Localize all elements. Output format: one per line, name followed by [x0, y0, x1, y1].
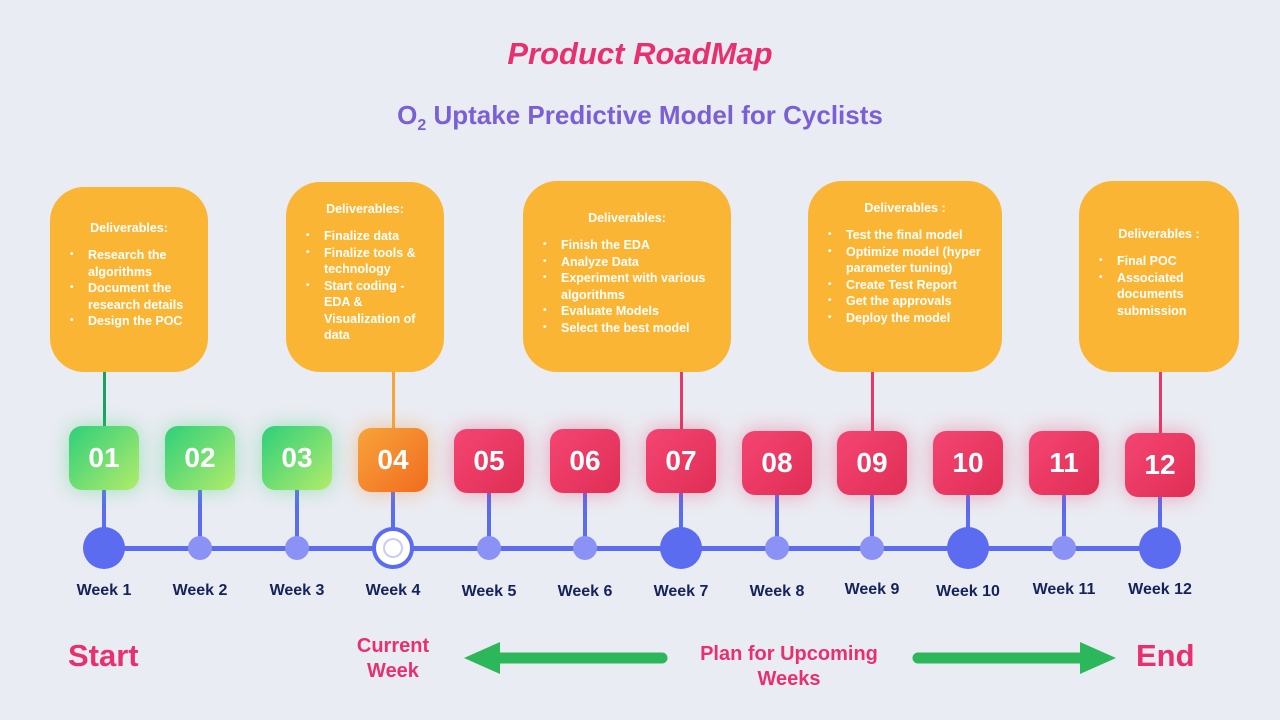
week-connector [679, 491, 683, 548]
roadmap-subtitle: O2 Uptake Predictive Model for Cyclists [0, 100, 1280, 135]
deliverable-item: Get the approvals [828, 293, 988, 310]
deliverables-list: Final POCAssociated documents submission [1079, 253, 1239, 319]
deliverable-item: Finalize data [306, 228, 430, 245]
week-label: Week 10 [936, 583, 1000, 600]
timeline-dot [947, 527, 989, 569]
deliverable-item: Experiment with various algorithms [543, 270, 717, 303]
card-title: Deliverables: [326, 202, 404, 216]
card-title: Deliverables : [864, 201, 946, 215]
card-connector [102, 370, 106, 428]
deliverable-item: Deploy the model [828, 310, 988, 327]
week-badge-01: 01 [69, 426, 139, 490]
week-connector [775, 493, 779, 548]
week-connector [870, 493, 874, 548]
deliverable-item: Finalize tools & technology [306, 245, 430, 278]
week-connector [966, 493, 970, 548]
deliverable-item: Create Test Report [828, 277, 988, 294]
week-connector [198, 488, 202, 548]
week-badge-09: 09 [837, 431, 907, 495]
week-badge-05: 05 [454, 429, 524, 493]
start-label: Start [68, 638, 139, 673]
week-badge-12: 12 [1125, 433, 1195, 497]
deliverables-list: Finish the EDAAnalyze DataExperiment wit… [523, 237, 731, 336]
card-title: Deliverables: [588, 211, 666, 225]
deliverables-list: Research the algorithmsDocument the rese… [50, 247, 208, 330]
week-label: Week 5 [461, 583, 517, 600]
week-badge-03: 03 [262, 426, 332, 490]
week-label: Week 12 [1128, 581, 1192, 598]
timeline-dot [285, 536, 309, 560]
timeline-dot [573, 536, 597, 560]
deliverables-card: Deliverables : Final POCAssociated docume… [1079, 181, 1239, 372]
timeline-dot [860, 536, 884, 560]
week-connector [295, 488, 299, 548]
deliverable-item: Select the best model [543, 320, 717, 337]
right-arrow-icon [912, 642, 1116, 674]
deliverables-card: Deliverables : Test the final modelOptimi… [808, 181, 1002, 372]
deliverables-card: Deliverables: Research the algorithmsDocu… [50, 187, 208, 372]
deliverable-item: Start coding - EDA & Visualization of da… [306, 278, 430, 344]
week-badge-06: 06 [550, 429, 620, 493]
timeline-dot [1052, 536, 1076, 560]
timeline-dot [188, 536, 212, 560]
week-label: Week 8 [749, 583, 805, 600]
week-badge-08: 08 [742, 431, 812, 495]
week-label: Week 7 [653, 583, 709, 600]
subtitle-prefix: O [397, 100, 418, 130]
deliverable-item: Design the POC [70, 313, 194, 330]
current-marker-core [385, 540, 401, 556]
week-connector [391, 490, 395, 548]
end-label: End [1136, 638, 1195, 673]
week-badge-10: 10 [933, 431, 1003, 495]
deliverables-card: Deliverables:Finish the EDAAnalyze DataE… [523, 181, 731, 372]
card-connector [391, 370, 395, 430]
timeline-dot [83, 527, 125, 569]
week-connector [583, 491, 587, 548]
week-badge-02: 02 [165, 426, 235, 490]
deliverables-list: Test the final modelOptimize model (hype… [808, 227, 1002, 326]
current-week-marker [372, 527, 414, 569]
subtitle-subscript: 2 [417, 117, 427, 135]
week-label: Week 4 [365, 582, 421, 599]
left-arrow-icon [464, 642, 668, 674]
deliverable-item: Evaluate Models [543, 303, 717, 320]
current-week-label: Current Week [356, 635, 430, 682]
week-connector [102, 488, 106, 548]
week-badge-11: 11 [1029, 431, 1099, 495]
card-connector [1158, 370, 1162, 435]
deliverable-item: Final POC [1099, 253, 1225, 270]
deliverable-item: Associated documents submission [1099, 270, 1225, 320]
week-badge-04: 04 [358, 428, 428, 492]
deliverable-item: Analyze Data [543, 254, 717, 271]
week-label: Week 3 [269, 582, 325, 599]
week-label: Week 9 [844, 581, 900, 598]
week-badge-07: 07 [646, 429, 716, 493]
week-label: Week 6 [557, 583, 613, 600]
timeline-dot [1139, 527, 1181, 569]
card-connector [679, 370, 683, 431]
card-title: Deliverables : [1118, 227, 1200, 241]
timeline-dot [765, 536, 789, 560]
week-connector [1158, 495, 1162, 548]
timeline-dot [477, 536, 501, 560]
plan-upcoming-label: Plan for Upcoming Weeks [700, 643, 878, 690]
deliverables-card: Deliverables: Finalize dataFinalize tools… [286, 182, 444, 372]
deliverable-item: Finish the EDA [543, 237, 717, 254]
deliverable-item: Optimize model (hyper parameter tuning) [828, 244, 988, 277]
week-connector [487, 491, 491, 548]
roadmap-title: Product RoadMap [507, 36, 773, 71]
deliverables-list: Finalize dataFinalize tools & technology… [286, 228, 444, 344]
week-connector [1062, 493, 1066, 548]
week-label: Week 11 [1032, 581, 1096, 598]
week-label: Week 2 [172, 582, 228, 599]
week-label: Week 1 [76, 582, 132, 599]
card-connector [870, 370, 874, 433]
deliverable-item: Research the algorithms [70, 247, 194, 280]
timeline-dot [660, 527, 702, 569]
timeline-line [104, 546, 1160, 551]
card-title: Deliverables: [90, 221, 168, 235]
deliverable-item: Document the research details [70, 280, 194, 313]
deliverable-item: Test the final model [828, 227, 988, 244]
subtitle-rest: Uptake Predictive Model for Cyclists [426, 100, 883, 130]
